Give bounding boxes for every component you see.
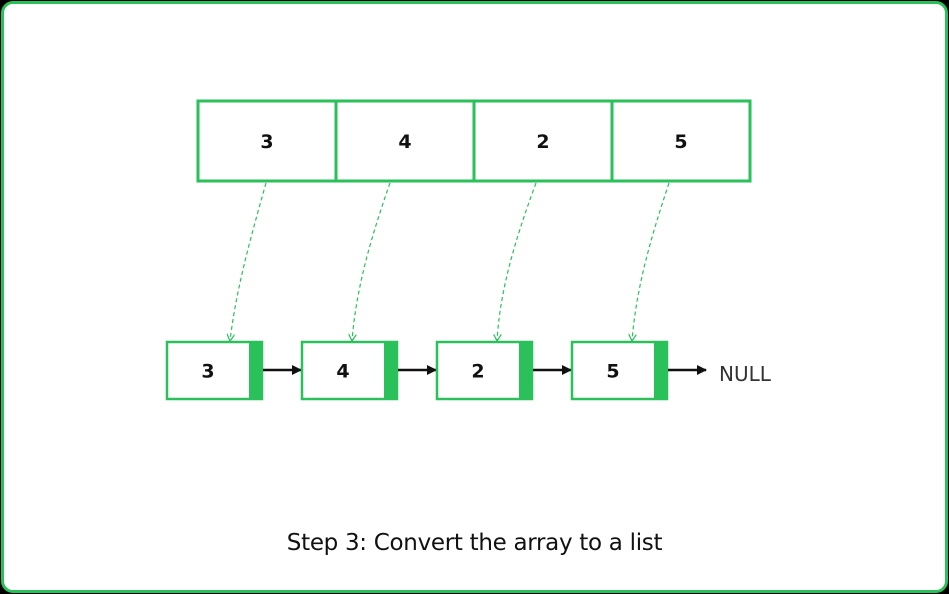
list-node-pointer (654, 342, 667, 399)
array-cell-value: 3 (260, 131, 273, 153)
step-caption: Step 3: Convert the array to a list (286, 530, 663, 556)
list-node: 5 (570, 340, 669, 401)
list-node: 3 (165, 340, 264, 401)
mapping-arrows (230, 182, 670, 341)
array-cell-value: 4 (398, 131, 411, 153)
list-node-value: 4 (336, 361, 349, 383)
list-node-box (300, 340, 399, 401)
list-node-pointer (249, 342, 262, 399)
mapping-arrow (352, 182, 391, 341)
list-node: 4 (300, 340, 399, 401)
null-label: NULL (719, 362, 772, 386)
mapping-arrow (632, 182, 670, 341)
list-node-box (435, 340, 534, 401)
mapping-arrow (497, 182, 537, 341)
list-node-box (165, 340, 264, 401)
mapping-arrow (230, 182, 267, 341)
list-node-value: 3 (201, 361, 214, 383)
list-node: 2 (435, 340, 534, 401)
list-node-pointer (519, 342, 532, 399)
array-cell-value: 2 (536, 131, 549, 153)
list-node-pointer (384, 342, 397, 399)
list-node-box (570, 340, 669, 401)
list-node-value: 2 (471, 361, 484, 383)
array-row: 3 4 2 5 (196, 99, 752, 183)
linked-list-row: 3 4 2 5 (165, 340, 707, 401)
array-cell-value: 5 (674, 131, 687, 153)
list-node-value: 5 (606, 361, 619, 383)
